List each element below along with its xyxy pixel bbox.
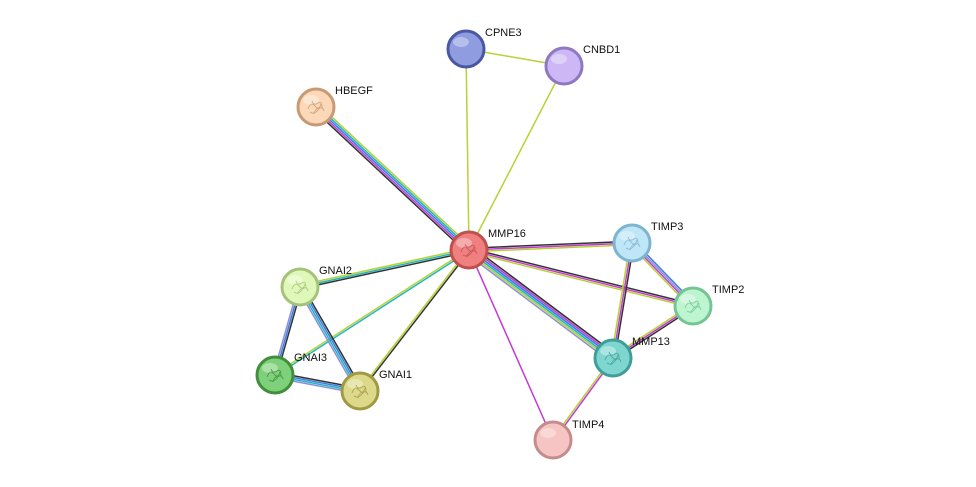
edge-evidence-line <box>358 248 469 391</box>
edge-evidence-line <box>471 245 617 355</box>
node-label: MMP13 <box>632 336 670 348</box>
edge-mmp16-mmp13 <box>465 245 617 363</box>
node-label: TIMP4 <box>572 419 604 431</box>
edge-evidence-line <box>299 247 469 286</box>
protein-structure-icon <box>460 243 478 258</box>
node-label: TIMP2 <box>712 284 744 296</box>
edge-mmp16-timp2 <box>468 247 694 309</box>
edge-evidence-line <box>300 286 362 391</box>
node-highlight <box>619 231 635 241</box>
node-label: CNBD1 <box>583 44 620 56</box>
edge-evidence-line <box>469 247 694 305</box>
edge-evidence-line <box>614 243 635 359</box>
protein-structure-icon <box>604 351 622 366</box>
node-label: GNAI2 <box>319 265 352 277</box>
edge-evidence-line <box>468 251 693 309</box>
edge-evidence-line <box>298 287 360 392</box>
edge-evidence-line <box>313 109 468 254</box>
node-highlight <box>456 238 472 248</box>
edge-evidence-line <box>274 248 469 375</box>
edge-evidence-line <box>466 251 612 361</box>
edge-evidence-line <box>468 250 613 360</box>
node-highlight <box>262 363 278 373</box>
edge-evidence-line <box>315 106 470 251</box>
node-label: MMP16 <box>488 228 526 240</box>
node-label: CPNE3 <box>485 27 522 39</box>
edge-evidence-line <box>468 249 554 441</box>
node-circle[interactable] <box>533 420 573 460</box>
protein-structure-icon <box>291 280 309 295</box>
edge-evidence-line <box>465 253 611 363</box>
node-circle[interactable] <box>544 46 584 86</box>
node-highlight <box>303 95 319 105</box>
node-highlight <box>600 346 616 356</box>
node-gnai3[interactable]: GNAI3 <box>255 352 327 395</box>
edge-evidence-line <box>469 244 633 253</box>
node-circle[interactable] <box>446 29 486 69</box>
protein-structure-icon <box>307 100 325 115</box>
node-hbegf[interactable]: HBEGF <box>296 85 373 127</box>
edge-evidence-line <box>297 287 359 393</box>
edge-gnai2-gnai1 <box>297 285 363 393</box>
edge-evidence-line <box>468 249 694 307</box>
node-label: TIMP3 <box>651 221 683 233</box>
edge-evidence-line <box>468 240 632 249</box>
edge-evidence-line <box>470 247 616 357</box>
node-mmp16[interactable]: MMP16 <box>449 228 526 270</box>
node-label: GNAI1 <box>379 369 412 381</box>
edge-evidence-line <box>469 248 614 358</box>
node-gnai2[interactable]: GNAI2 <box>280 265 352 307</box>
protein-structure-icon <box>266 368 284 383</box>
edge-mmp16-cpne3 <box>465 48 470 251</box>
protein-structure-icon <box>623 236 641 251</box>
edge-mmp16-timp3 <box>468 240 633 253</box>
node-cnbd1[interactable]: CNBD1 <box>544 44 620 86</box>
edge-evidence-line <box>316 105 471 250</box>
edge-evidence-line <box>468 65 565 251</box>
edge-mmp16-gnai2 <box>299 247 470 290</box>
edge-mmp16-cnbd1 <box>468 65 565 251</box>
node-gnai1[interactable]: GNAI1 <box>340 369 412 411</box>
edge-evidence-line <box>468 242 633 251</box>
edge-evidence-line <box>465 48 470 251</box>
node-highlight <box>453 37 469 47</box>
protein-structure-icon <box>684 299 702 314</box>
edge-evidence-line <box>610 242 631 358</box>
node-timp3[interactable]: TIMP3 <box>612 221 683 263</box>
protein-structure-icon <box>351 384 369 399</box>
edge-evidence-line <box>360 250 471 393</box>
node-label: GNAI3 <box>294 352 327 364</box>
node-timp4[interactable]: TIMP4 <box>533 419 604 460</box>
edge-mmp16-gnai3 <box>274 248 470 377</box>
edge-evidence-line <box>317 103 472 248</box>
node-highlight <box>551 54 567 64</box>
edge-evidence-line <box>275 250 470 377</box>
node-cpne3[interactable]: CPNE3 <box>446 27 522 69</box>
node-timp2[interactable]: TIMP2 <box>673 284 744 326</box>
node-highlight <box>287 275 303 285</box>
edge-mmp16-gnai1 <box>358 248 471 393</box>
edge-evidence-line <box>299 249 470 288</box>
edge-evidence-line <box>314 107 469 252</box>
node-highlight <box>540 428 556 438</box>
node-highlight <box>347 379 363 389</box>
edge-mmp16-timp4 <box>468 249 554 441</box>
edge-evidence-line <box>300 251 470 290</box>
node-mmp13[interactable]: MMP13 <box>593 336 670 378</box>
node-highlight <box>680 294 696 304</box>
node-label: HBEGF <box>335 85 373 97</box>
edge-mmp16-hbegf <box>313 103 472 254</box>
edge-evidence-line <box>301 285 363 391</box>
